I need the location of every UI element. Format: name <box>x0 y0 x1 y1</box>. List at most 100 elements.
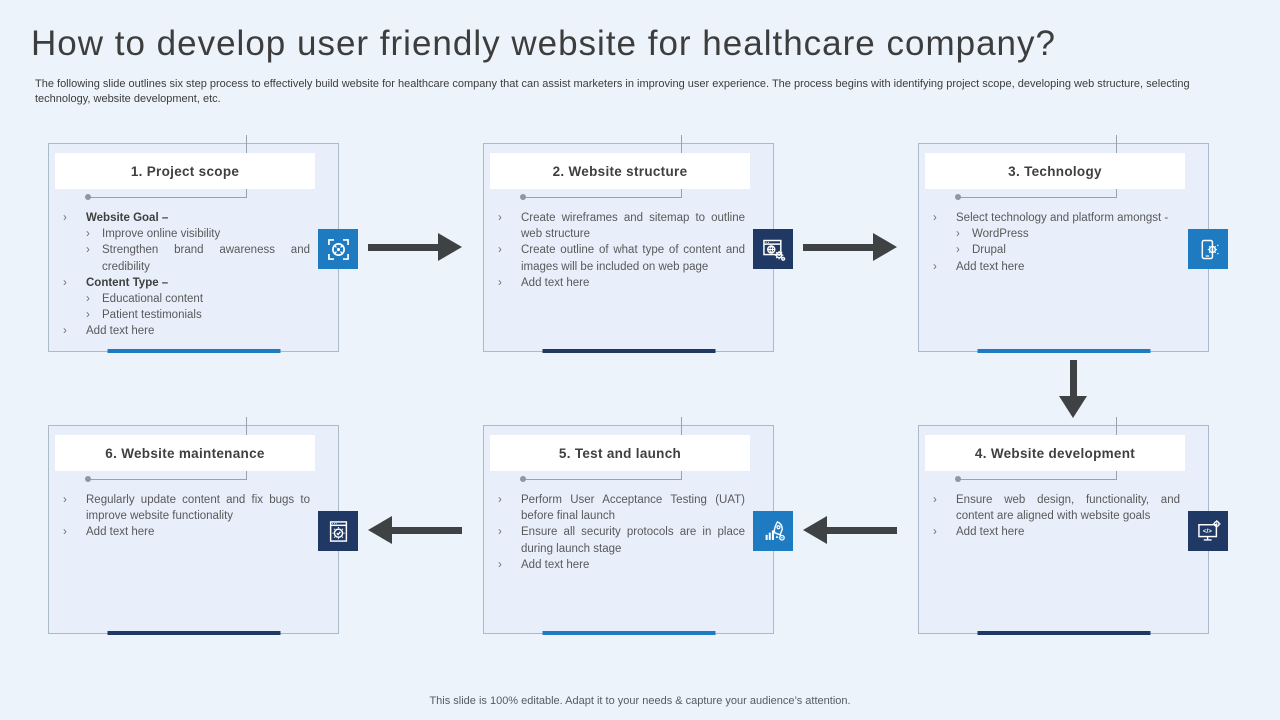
step-title: 6. Website maintenance <box>55 435 315 471</box>
bullet-glyph: › <box>498 558 502 571</box>
bullet-item: › Create outline of what type of content … <box>498 242 745 274</box>
accent-underline <box>542 349 715 353</box>
bullet-item: ›Improve online visibility <box>63 226 310 242</box>
rocket-launch-icon <box>753 511 793 551</box>
bullet-text: Add text here <box>521 276 590 289</box>
bullet-glyph: › <box>933 260 937 273</box>
flow-arrow-left-icon <box>368 516 462 544</box>
step-bullets: › Create wireframes and sitemap to outlin… <box>498 210 745 291</box>
bullet-item: › Content Type – <box>63 275 310 291</box>
bullet-text: Website Goal – <box>86 212 169 224</box>
step-card-5: 5. Test and launch › Perform User Accepta… <box>483 417 793 635</box>
bullet-glyph: › <box>86 309 90 322</box>
page-title: How to develop user friendly website for… <box>31 24 1056 63</box>
editable-note: This slide is 100% editable. Adapt it to… <box>429 695 851 707</box>
bullet-item: › Add text here <box>498 275 745 291</box>
bullet-glyph: › <box>498 212 502 224</box>
bullet-glyph: › <box>86 244 90 257</box>
bullet-glyph: › <box>63 494 67 506</box>
bullet-text: Patient testimonials <box>102 309 202 322</box>
bullet-glyph: › <box>63 276 67 289</box>
decor-dot <box>85 194 91 200</box>
step-title: 2. Website structure <box>490 153 750 189</box>
bullet-item: › WordPress <box>933 226 1180 242</box>
bullet-item: › Create wireframes and sitemap to outlin… <box>498 210 745 242</box>
step-bullets: › Ensure web design, functionality, and c… <box>933 492 1180 541</box>
step-card-3: 3. Technology › Select technology and pla… <box>918 135 1228 353</box>
bullet-glyph: › <box>63 325 67 338</box>
step-card-6: 6. Website maintenance › Regularly update… <box>48 417 358 635</box>
bullet-text: Content Type – <box>86 276 169 289</box>
svg-text:</>: </> <box>1202 528 1211 535</box>
bullet-text: Regularly update content and fix bugs to… <box>86 494 310 523</box>
bullet-text: Create wireframes and sitemap to outline… <box>521 212 745 241</box>
bullet-item: › Regularly update content and fix bugs t… <box>63 492 310 524</box>
bullet-glyph: › <box>498 526 502 539</box>
accent-underline <box>542 631 715 635</box>
decor-dot <box>520 476 526 482</box>
step-card-2: 2. Website structure › Create wireframes … <box>483 135 793 353</box>
bullet-text: Add text here <box>86 526 155 539</box>
bullet-text: Perform User Acceptance Testing (UAT) be… <box>521 494 745 523</box>
bullet-text: WordPress <box>972 228 1029 241</box>
bullet-item: ›Drupal <box>933 242 1180 258</box>
bullet-text: Create outline of what type of content a… <box>521 244 745 273</box>
browser-check-icon <box>318 511 358 551</box>
decor-dot <box>85 476 91 482</box>
bullet-item: › Add text here <box>498 557 745 573</box>
slide-description: The following slide outlines six step pr… <box>35 78 1190 105</box>
bullet-glyph: › <box>498 244 502 257</box>
bullet-item: › Add text here <box>63 524 310 540</box>
decor-line <box>90 479 247 480</box>
bullet-text: Add text here <box>956 526 1025 539</box>
decor-dot <box>955 476 961 482</box>
bullet-item: › Add text here <box>933 524 1180 540</box>
bullet-item: › Website Goal – <box>63 210 310 226</box>
bullet-text: Drupal <box>972 244 1006 257</box>
bullet-text: Strengthen brand awareness and credibili… <box>102 244 310 273</box>
bullet-text: Educational content <box>102 293 204 306</box>
flow-arrow-left-icon <box>803 516 897 544</box>
bullet-glyph: › <box>63 212 67 224</box>
bullet-glyph: › <box>498 276 502 289</box>
bullet-text: Add text here <box>956 260 1025 273</box>
bullet-text: Select technology and platform amongst - <box>956 212 1169 224</box>
step-bullets: ›Website Goal –›Improve online visibilit… <box>63 210 310 340</box>
bullet-item: › Educational content <box>63 291 310 307</box>
step-bullets: › Regularly update content and fix bugs t… <box>63 492 310 541</box>
bullet-item: ›Select technology and platform amongst … <box>933 210 1180 226</box>
step-bullets: › Perform User Acceptance Testing (UAT) b… <box>498 492 745 573</box>
bullet-item: › Strengthen brand awareness and credibil… <box>63 242 310 274</box>
decor-dot <box>955 194 961 200</box>
browser-gears-icon <box>753 229 793 269</box>
bullet-text: Ensure all security protocols are in pla… <box>521 526 745 555</box>
step-title: 3. Technology <box>925 153 1185 189</box>
bullet-glyph: › <box>86 293 90 306</box>
flow-arrow-down-icon <box>1059 360 1087 418</box>
decor-line <box>90 197 247 198</box>
bullet-text: Add text here <box>86 325 155 338</box>
step-title: 5. Test and launch <box>490 435 750 471</box>
accent-underline <box>107 349 280 353</box>
bullet-text: Improve online visibility <box>102 228 221 241</box>
decor-dot <box>520 194 526 200</box>
bullet-glyph: › <box>956 228 960 241</box>
step-bullets: › Select technology and platform amongst … <box>933 210 1180 275</box>
step-title: 4. Website development <box>925 435 1185 471</box>
bullet-text: Add text here <box>521 558 590 571</box>
flow-arrow-right-icon <box>803 233 897 261</box>
decor-line <box>525 197 682 198</box>
bullet-text: Ensure web design, functionality, and co… <box>956 494 1180 523</box>
decor-line <box>525 479 682 480</box>
bullet-glyph: › <box>498 494 502 506</box>
flow-arrow-right-icon <box>368 233 462 261</box>
bullet-item: › Ensure all security protocols are in pl… <box>498 524 745 556</box>
bullet-item: › Perform User Acceptance Testing (UAT) b… <box>498 492 745 524</box>
step-card-4: 4. Website development › Ensure web desig… <box>918 417 1228 635</box>
bullet-glyph: › <box>63 526 67 539</box>
monitor-code-icon: </> <box>1188 511 1228 551</box>
bullet-item: ›Ensure web design, functionality, and c… <box>933 492 1180 524</box>
bullet-item: › Patient testimonials <box>63 307 310 323</box>
bullet-glyph: › <box>933 526 937 539</box>
